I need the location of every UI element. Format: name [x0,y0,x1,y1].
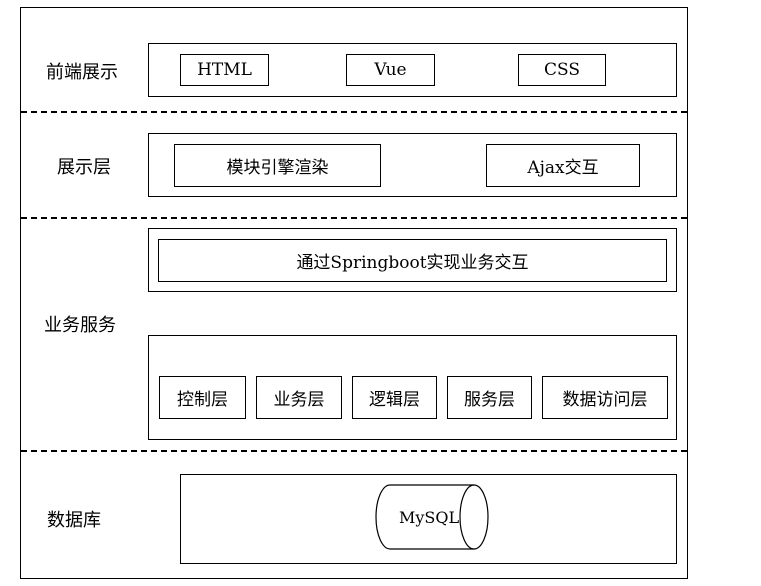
presentation-layer-label: 展示层 [57,157,111,178]
presentation-layer-container [148,133,677,197]
business-layer-box: 业务层 [256,376,342,419]
ajax-box: Ajax交互 [486,144,640,187]
logic-layer-box: 逻辑层 [352,376,437,419]
html-box: HTML [180,54,269,86]
data-access-layer-box: 数据访问层 [542,376,668,419]
service-layer-box: 服务层 [447,376,532,419]
architecture-frame [20,7,688,579]
frontend-layer-container [148,43,677,97]
springboot-container [148,228,677,292]
database-layer-container [180,474,677,564]
separator-1 [21,111,687,113]
controller-layer-box: 控制层 [159,376,246,419]
css-box: CSS [518,54,606,86]
vue-box: Vue [346,54,435,86]
separator-2 [21,217,687,219]
business-layer-label: 业务服务 [44,315,116,336]
frontend-layer-label: 前端展示 [46,62,118,83]
database-cylinder-icon [375,484,489,550]
springboot-banner: 通过Springboot实现业务交互 [158,239,667,282]
template-engine-box: 模块引擎渲染 [174,144,381,187]
business-layers-container [148,335,677,440]
mysql-label: MySQL [398,507,460,527]
separator-3 [21,450,687,452]
database-layer-label: 数据库 [47,510,101,531]
